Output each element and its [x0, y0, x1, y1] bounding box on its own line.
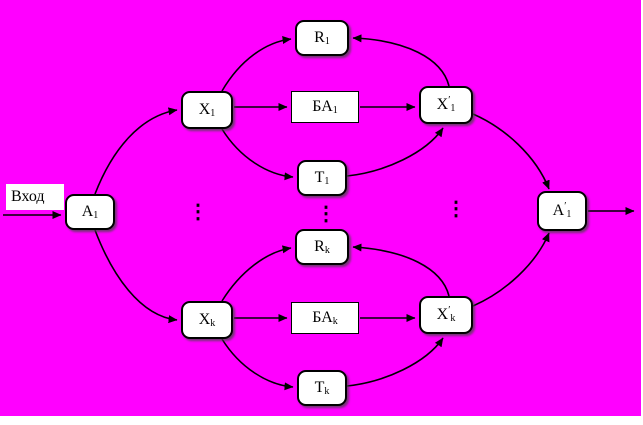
arrow-xkp-ap	[472, 232, 550, 307]
arrow-x1p-r1	[352, 34, 450, 87]
node-xk-sub: k	[210, 318, 216, 329]
node-tk-label: Т	[314, 379, 325, 396]
node-x1-prime-sub: 1	[450, 103, 456, 114]
arrow-x1-r1	[221, 36, 292, 92]
node-a1-sub: 1	[93, 210, 99, 221]
node-a-prime-label: А	[552, 202, 565, 219]
node-xk-label: X	[198, 311, 211, 328]
node-r1-label: R	[314, 29, 325, 46]
node-r1-sub: 1	[324, 36, 330, 47]
node-ba1-label: БА	[312, 98, 333, 115]
node-bak-label: БА	[312, 309, 333, 326]
arrow-tk-xkp	[346, 337, 444, 387]
node-t1-sub: 1	[324, 176, 330, 187]
node-x1-label: X	[198, 101, 211, 118]
node-x1-prime: X′1	[419, 86, 473, 124]
node-rk-sub: k	[324, 245, 330, 256]
node-ba1-sub: 1	[332, 105, 338, 116]
input-label-text: Вход	[11, 188, 45, 205]
arrow-xkp-rk	[352, 243, 450, 297]
arrow-a1-x1	[94, 107, 178, 195]
ellipsis-middle: ⋮	[316, 203, 336, 225]
node-xk-prime-sub: k	[450, 313, 456, 324]
arrow-x1-t1	[221, 128, 294, 181]
node-a-prime: А′1	[537, 191, 587, 231]
ellipsis-left: ⋮	[188, 201, 208, 223]
arrow-xk-rk	[221, 245, 292, 302]
node-x1-prime-sup: ′	[448, 95, 451, 106]
arrow-x1p-ap	[472, 113, 550, 190]
node-tk-sub: k	[324, 386, 330, 397]
arrow-t1-x1p	[346, 127, 444, 177]
node-a1-label: А	[81, 203, 94, 220]
node-x1-prime-label: X	[436, 96, 449, 113]
arrow-a1-xk	[94, 229, 178, 324]
node-bak-sub: k	[332, 316, 338, 327]
ellipsis-right: ⋮	[446, 198, 466, 220]
node-a-prime-sup: ′	[564, 201, 567, 212]
node-t1-label: Т	[314, 169, 325, 186]
node-xk-prime-sup: ′	[448, 305, 451, 316]
arrow-xk-tk	[221, 338, 294, 391]
node-xk-prime-label: X	[436, 306, 449, 323]
node-a-prime-sub: 1	[566, 209, 572, 220]
input-label: Вход	[6, 184, 64, 210]
node-xk-prime: X′k	[419, 296, 473, 334]
node-rk-label: R	[314, 238, 325, 255]
node-x1-sub: 1	[210, 108, 216, 119]
